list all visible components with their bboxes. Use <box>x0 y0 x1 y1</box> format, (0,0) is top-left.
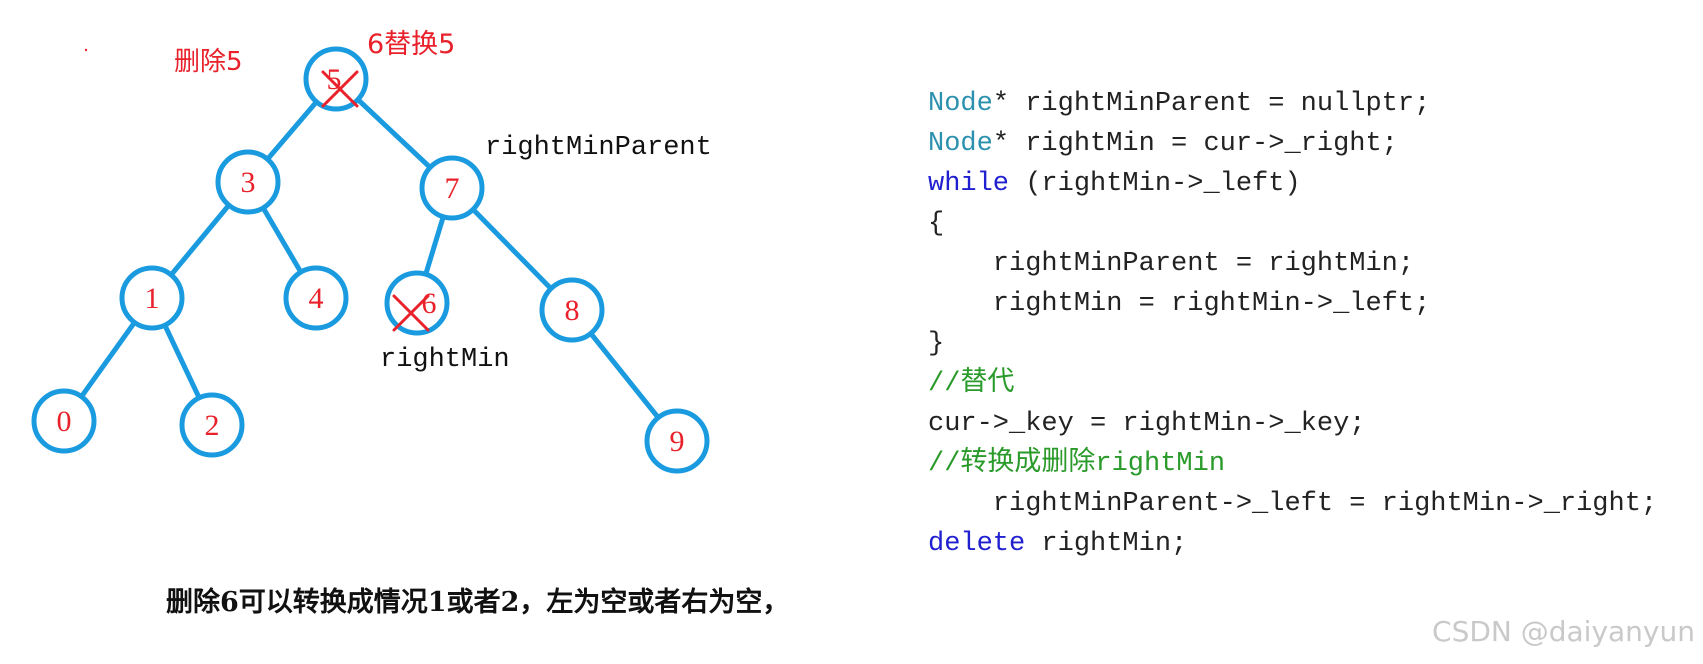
tree-node-circle <box>31 388 97 454</box>
tree-node-5: 5 <box>303 46 369 112</box>
code-token-plain: rightMin; <box>1025 529 1188 559</box>
code-token-type: Node <box>928 89 993 119</box>
code-token-plain: rightMin = rightMin->_left; <box>928 289 1431 319</box>
code-token-plain: cur->_key = rightMin->_key; <box>928 409 1366 439</box>
tree-node-4: 4 <box>283 265 349 331</box>
tree-node-1: 1 <box>119 265 185 331</box>
tree-node-circle <box>644 408 710 474</box>
cross-mark-5 <box>321 70 359 108</box>
code-token-plain: rightMinParent->_left = rightMin->_right… <box>928 489 1658 519</box>
code-token-comment: //转换成删除rightMin <box>928 449 1226 479</box>
tree-node-label: 2 <box>205 409 220 442</box>
code-token-kw: delete <box>928 529 1026 559</box>
code-line: //替代 <box>928 364 1657 404</box>
code-token-plain: } <box>928 329 945 359</box>
label-right-min-parent: rightMinParent <box>485 133 712 163</box>
code-token-kw: while <box>928 169 1010 199</box>
tree-node-label: 0 <box>57 405 72 438</box>
code-line: delete rightMin; <box>928 524 1657 564</box>
tree-node-circle <box>303 46 369 112</box>
code-line: Node* rightMin = cur->_right; <box>928 124 1657 164</box>
cross-mark-6 <box>392 294 430 332</box>
tree-node-label: 3 <box>241 166 256 199</box>
caption-text: 删除6可以转换成情况1或者2，左为空或者右为空， <box>166 587 790 618</box>
code-line: { <box>928 204 1657 244</box>
bst-diagram: 5 3 7 1 4 6 8 0 2 9 删除5 6替换5 rightMinParent right… <box>31 29 712 474</box>
tree-nodes: 5 3 7 1 4 6 8 0 2 9 <box>31 46 710 474</box>
tree-node-label: 1 <box>145 282 160 315</box>
tree-node-6: 6 <box>384 270 450 336</box>
tree-node-circle <box>215 149 281 215</box>
code-line: rightMin = rightMin->_left; <box>928 284 1657 324</box>
note-replace-6-for-5: 6替换5 <box>367 29 455 60</box>
code-line: rightMinParent = rightMin; <box>928 244 1657 284</box>
code-token-plain: * rightMin = cur->_right; <box>992 129 1398 159</box>
watermark: CSDN @daiyanyun <box>1432 615 1695 648</box>
stray-dot <box>84 48 88 52</box>
tree-node-3: 3 <box>215 149 281 215</box>
tree-node-circle <box>384 270 450 336</box>
tree-node-8: 8 <box>539 277 605 343</box>
code-token-plain: { <box>928 209 945 239</box>
delete-marks <box>321 70 430 332</box>
tree-node-circle <box>179 392 245 458</box>
label-right-min: rightMin <box>380 345 510 375</box>
code-snippet: Node* rightMinParent = nullptr;Node* rig… <box>928 84 1657 564</box>
code-line: cur->_key = rightMin->_key; <box>928 404 1657 444</box>
code-token-plain: rightMinParent = rightMin; <box>928 249 1415 279</box>
tree-node-circle <box>119 265 185 331</box>
tree-node-label: 9 <box>670 425 685 458</box>
code-token-comment: //替代 <box>928 369 1015 399</box>
code-line: } <box>928 324 1657 364</box>
tree-node-label: 6 <box>422 287 437 320</box>
note-delete-5: 删除5 <box>174 47 243 77</box>
tree-node-label: 8 <box>565 294 580 327</box>
code-line: Node* rightMinParent = nullptr; <box>928 84 1657 124</box>
tree-node-circle <box>283 265 349 331</box>
code-token-plain: (rightMin->_left) <box>1009 169 1301 199</box>
tree-node-0: 0 <box>31 388 97 454</box>
tree-node-9: 9 <box>644 408 710 474</box>
tree-node-label: 4 <box>309 282 324 315</box>
code-line: while (rightMin->_left) <box>928 164 1657 204</box>
tree-node-7: 7 <box>419 155 485 221</box>
tree-node-label: 7 <box>445 172 460 205</box>
tree-node-circle <box>419 155 485 221</box>
code-token-plain: * rightMinParent = nullptr; <box>992 89 1431 119</box>
tree-node-circle <box>539 277 605 343</box>
tree-node-2: 2 <box>179 392 245 458</box>
code-token-type: Node <box>928 129 993 159</box>
code-line: //转换成删除rightMin <box>928 444 1657 484</box>
code-line: rightMinParent->_left = rightMin->_right… <box>928 484 1657 524</box>
